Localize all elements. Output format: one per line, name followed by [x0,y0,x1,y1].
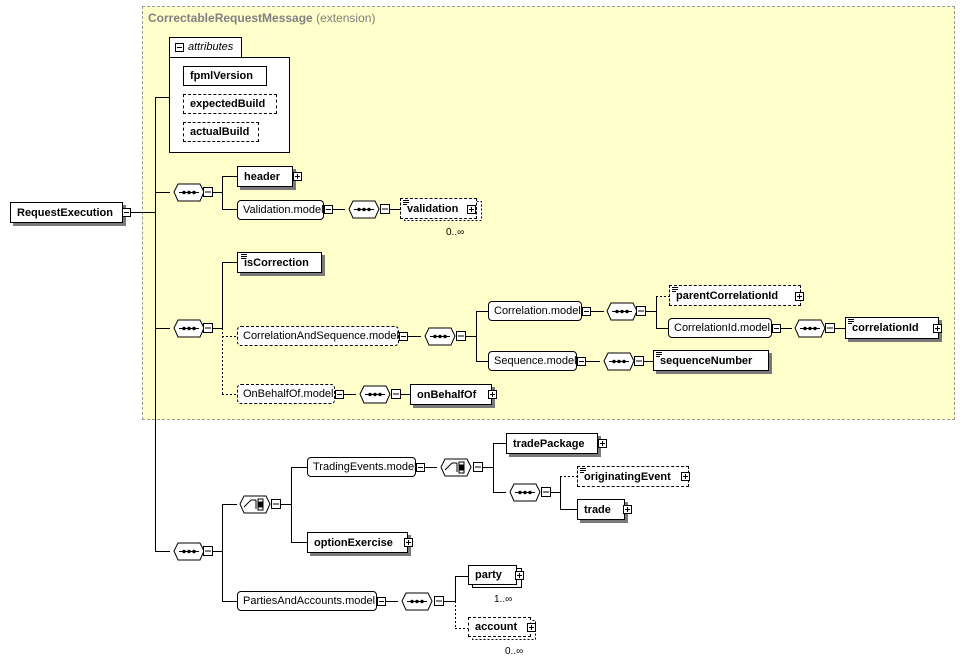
group-correlationid-model[interactable]: CorrelationId.model [668,318,772,338]
sequence-compositor [173,542,213,561]
choice-compositor [239,495,281,514]
group-trading-events-model[interactable]: TradingEvents.model [307,457,417,477]
element-iscorrection[interactable]: isCorrection [237,252,322,273]
collapse-icon[interactable] [416,463,425,472]
extension-title: CorrectableRequestMessage (extension) [148,11,375,25]
collapse-icon[interactable] [175,43,184,52]
expand-icon[interactable] [795,292,804,301]
element-originatingevent[interactable]: originatingEvent [577,466,689,487]
expand-icon[interactable] [681,472,690,481]
group-correlation-model[interactable]: Correlation.model [488,301,582,321]
element-trade[interactable]: trade [577,499,625,520]
collapse-icon[interactable] [377,597,386,606]
sequence-compositor [424,327,466,346]
element-header[interactable]: header [237,166,293,187]
expand-icon[interactable] [598,439,607,448]
element-tradepackage[interactable]: tradePackage [506,433,598,454]
sequence-compositor [348,200,390,219]
collapse-icon[interactable] [335,390,344,399]
attribute-fpmlversion[interactable]: fpmlVersion [183,66,267,86]
collapse-icon[interactable] [122,208,131,217]
element-correlationid[interactable]: correlationId [845,317,939,339]
collapse-icon[interactable] [577,357,586,366]
expand-icon[interactable] [623,505,632,514]
cardinality-label: 0..∞ [446,227,465,238]
cardinality-label: 0..∞ [505,646,524,657]
group-onbehalfof-model[interactable]: OnBehalfOf.model [237,384,335,404]
element-sequencenumber[interactable]: sequenceNumber [653,350,769,371]
attribute-expectedbuild[interactable]: expectedBuild [183,94,277,114]
sequence-compositor [794,319,835,338]
collapse-icon[interactable] [324,205,333,214]
sequence-compositor [173,319,213,338]
element-onbehalfof[interactable]: onBehalfOf [410,384,492,405]
element-optionexercise[interactable]: optionExercise [307,532,408,553]
sequence-compositor [606,302,646,321]
expand-icon[interactable] [933,324,942,333]
sequence-compositor [509,483,551,502]
group-correlation-and-sequence-model[interactable]: CorrelationAndSequence.model [237,326,399,346]
cardinality-label: 1..∞ [494,594,513,605]
expand-icon[interactable] [467,205,476,214]
expand-icon[interactable] [404,538,413,547]
group-parties-and-accounts-model[interactable]: PartiesAndAccounts.model [237,591,377,611]
sequence-compositor [603,352,644,371]
root-element[interactable]: RequestExecution [10,202,123,223]
expand-icon[interactable] [293,172,302,181]
sequence-compositor [401,592,444,611]
element-parentcorrelationid[interactable]: parentCorrelationId [669,285,801,306]
attributes-tab-label: attributes [188,41,234,53]
collapse-icon[interactable] [399,332,408,341]
attributes-tab [169,37,242,58]
element-validation[interactable]: validation [400,198,477,219]
sequence-compositor [173,183,213,202]
sequence-compositor [359,385,401,404]
expand-icon[interactable] [515,571,524,580]
element-party[interactable]: party [468,565,517,585]
collapse-icon[interactable] [582,307,591,316]
choice-compositor [440,458,483,477]
collapse-icon[interactable] [772,324,781,333]
extension-name: CorrectableRequestMessage [148,11,313,25]
group-sequence-model[interactable]: Sequence.model [488,351,577,371]
extension-kind: (extension) [316,11,376,25]
expand-icon[interactable] [527,623,536,632]
expand-icon[interactable] [488,390,497,399]
attribute-actualbuild[interactable]: actualBuild [183,122,259,142]
group-validation-model[interactable]: Validation.model [237,200,324,220]
